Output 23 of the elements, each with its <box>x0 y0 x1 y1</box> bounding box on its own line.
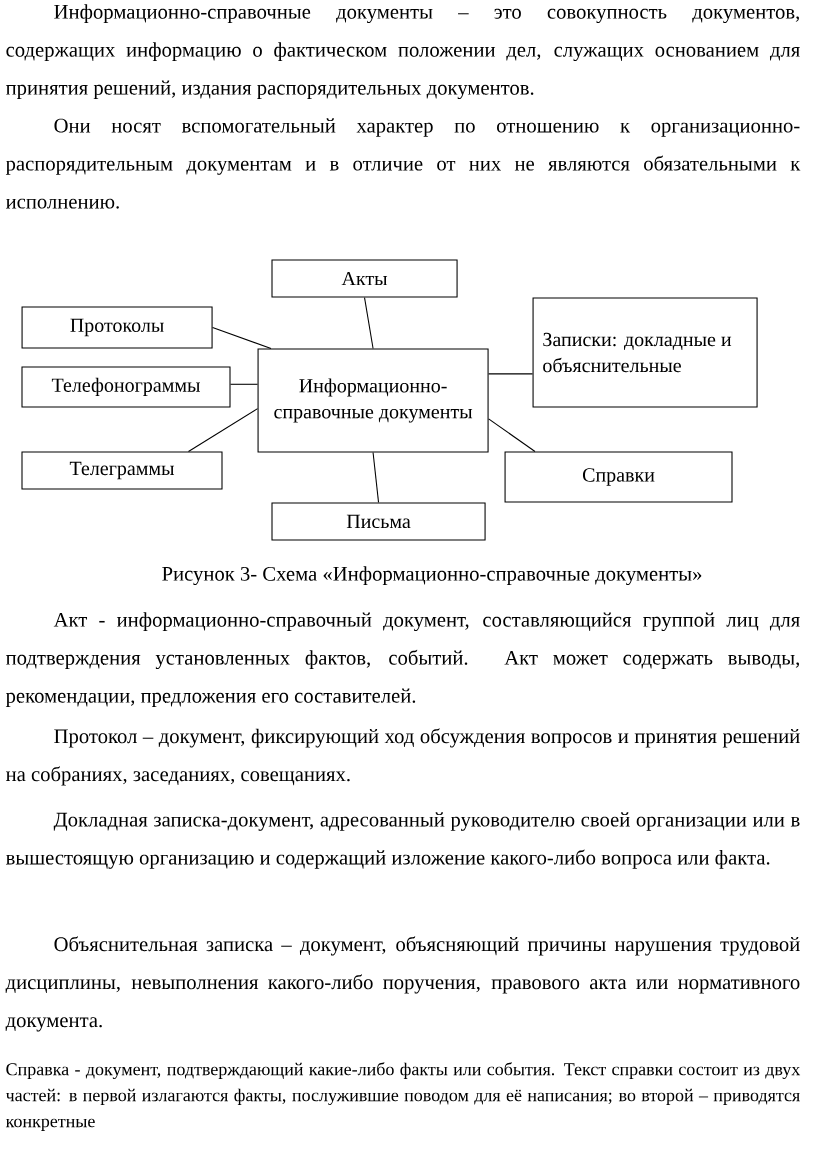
category-box: Телеграммы <box>21 451 223 490</box>
connector-line <box>372 452 380 503</box>
category-box: Акты <box>271 259 458 298</box>
paragraph: Протокол – документ, фиксирующий ход обсуждения вопросов и принятия решений на собраниях, заседаниях, совещаниях. <box>6 728 800 786</box>
paragraph: Докладная записка-документ, адресованный руководителю своей организации или в вышестоящую организацию и содержащий изложение какого-либо вопроса или факта. <box>6 812 800 869</box>
category-box: Письма <box>271 502 486 541</box>
paragraph: Справка - документ, подтверждающий какие-либо факты или события. Текст справки состоит из двух частей: в первой излагаются факты, послужившие поводом для её написания; во второй – приводятся конкретные <box>5 1062 801 1131</box>
category-box: Справки <box>504 451 733 503</box>
central-box: Информационно-справочные документы <box>257 348 489 453</box>
category-box: Протоколы <box>21 306 213 349</box>
paragraph: Акт - информационно-справочный документ, составляющийся группой лиц для подтверждения установленных фактов, событий. Акт может содержать выводы, рекомендации, предложения его составителей. <box>5 612 800 707</box>
connector-line <box>364 297 374 350</box>
connector-line <box>187 408 259 452</box>
paragraph: Информационно-справочные документы – это совокупность документов, содержащих информацию о фактическом положении дел, служащих основанием для принятия решений, издания распорядительных документов. <box>6 4 800 100</box>
connector-line <box>212 326 272 350</box>
connector-line <box>488 373 534 375</box>
category-box: Телефонограммы <box>21 366 231 408</box>
category-box: Записки: докладные и объяснительные <box>532 297 758 408</box>
connector-line <box>230 383 259 385</box>
paragraph: Они носят вспомогательный характер по отношению к организационно-распорядительным документам и в отличие от них не являются обязательными к исполнению. <box>5 118 801 209</box>
paragraph: Объяснительная записка – документ, объясняющий причины нарушения трудовой дисциплины, невыполнения какого-либо поручения, правового акта или нормативного документа. <box>5 936 800 1032</box>
figure-caption: Рисунок 3- Схема «Информационно-справочные документы» <box>162 566 702 586</box>
connector-line <box>488 418 536 453</box>
